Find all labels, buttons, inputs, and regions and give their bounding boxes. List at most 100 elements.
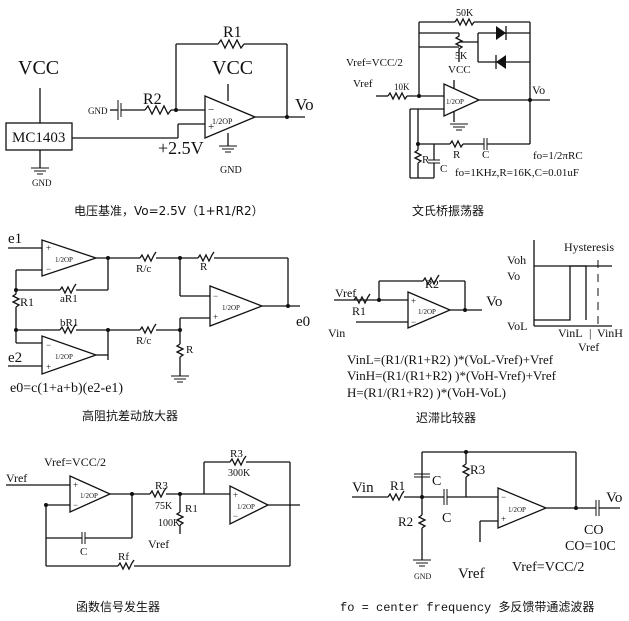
vref-axis-label: Vref [578, 340, 599, 354]
svg-text:+: + [501, 514, 506, 524]
c-label: C [80, 546, 87, 558]
vo-label: Vo [486, 294, 502, 310]
r50k-label: 50K [456, 8, 474, 19]
vol-label: VoL [507, 319, 527, 333]
svg-text:−: − [411, 317, 416, 327]
vref-label: Vref [6, 471, 27, 485]
caption-ref: 电压基准，Vo=2.5V（1+R1/R2） [74, 204, 264, 218]
c1-label: C [432, 474, 441, 489]
caption-wien: 文氏桥振荡器 [412, 203, 484, 218]
opamp-hyst [407, 291, 452, 329]
caption-bpf: fo = center frequency 多反馈带通滤波器 [340, 600, 594, 615]
v25-label: +2.5V [158, 138, 204, 158]
svg-text:+: + [73, 480, 78, 490]
panel-wien-bridge: 50K 5K Vref=VCC/2 VCC Vref 10K 1/2OP Vo [346, 8, 583, 218]
br1-label: bR1 [60, 317, 78, 329]
svg-text:+: + [213, 312, 218, 322]
svg-text:−: − [46, 264, 51, 274]
opamp-bpf [497, 487, 548, 529]
opamp-diff-2 [41, 335, 98, 375]
ar1-label: aR1 [60, 293, 78, 305]
e1-label: e1 [8, 231, 22, 247]
diode-1 [496, 26, 506, 40]
svg-text:−: − [213, 291, 218, 301]
vinh-label: VinH [597, 326, 623, 340]
gnd-label-3: GND [220, 165, 242, 176]
svg-text:+: + [208, 121, 214, 133]
formula-label: e0=c(1+a+b)(e2-e1) [10, 381, 123, 396]
r1-label: R1 [223, 24, 242, 41]
opamp-label: 1/2OP [418, 308, 436, 316]
vo-label: Vo [532, 83, 545, 97]
c-label-a: C [440, 163, 447, 175]
r75k-label: 75K [155, 501, 173, 512]
vcc-label: VCC [448, 64, 471, 76]
eq-h: H=(R1/(R1+R2) )*(VoH-VoL) [347, 385, 506, 400]
fo-val-label: fo=1KHz,R=16K,C=0.01uF [455, 167, 579, 179]
hysteresis-curve-high [534, 265, 587, 320]
vref2-label: Vref [148, 537, 169, 551]
rc-label-2: R/c [136, 335, 151, 347]
vo-label: Vo [606, 490, 622, 506]
r1-resistor [353, 293, 371, 305]
ground-icon [449, 123, 469, 131]
r3-label: R3 [230, 448, 243, 460]
r1-label: R1 [185, 503, 198, 515]
r3b-label: R3 [155, 480, 168, 492]
vin-label: Vin [328, 326, 345, 340]
diode-2 [496, 55, 506, 69]
r2-resistor [417, 514, 427, 529]
op2-label: 1/2OP [55, 353, 73, 361]
r-label-b: R [453, 149, 461, 161]
vo-axis-label: Vo [507, 269, 520, 283]
chip-label: MC1403 [12, 130, 65, 146]
caption-func: 函数信号发生器 [76, 599, 160, 614]
co-eq-label: CO=10C [565, 539, 616, 554]
panel-voltage-reference: VCC MC1403 GND GND R2 R1 VCC − + 1/2OP [5, 24, 314, 218]
c2-label: C [442, 511, 451, 526]
svg-text:−: − [233, 511, 238, 521]
caption-diff: 高阻抗差动放大器 [82, 408, 178, 423]
r-label-a: R [422, 154, 430, 166]
r1-resistor [11, 293, 21, 308]
op1-label: 1/2OP [80, 492, 98, 500]
rf-resistor [117, 559, 135, 571]
vcc-label: VCC [18, 57, 59, 79]
r3-resistor [461, 463, 471, 478]
eq-vinl: VinL=(R1/(R1+R2) )*(VoL-Vref)+Vref [347, 352, 554, 367]
svg-text:+: + [46, 243, 51, 253]
opamp-label: 1/2OP [212, 117, 233, 126]
r1-label: R1 [390, 478, 405, 493]
r1-resistor [217, 38, 245, 50]
rc-resistor-1 [139, 251, 157, 263]
panel-hysteresis-comparator: Vref R1 R2 + − 1/2OP Vo Vin Voh Vo VoL H… [328, 240, 623, 425]
vref-eq-label: Vref=VCC/2 [512, 560, 584, 575]
r3-label: R3 [470, 462, 485, 477]
svg-text:−: − [73, 500, 78, 510]
vo-label: Vo [295, 95, 314, 114]
e2-label: e2 [8, 350, 22, 366]
opamp-label: 1/2OP [508, 506, 526, 514]
r100k-label: 100K [158, 518, 181, 529]
svg-text:−: − [208, 104, 214, 116]
r2-label: R2 [143, 91, 162, 108]
panel-differential-amplifier: e1 + − 1/2OP R/c R − + 1/2OP e0 R1 aR1 [8, 231, 310, 423]
panel-band-pass-filter: Vin R1 C R3 C R2 GND − + 1/2OP Vref [340, 450, 622, 615]
r2-label: R2 [398, 514, 413, 529]
opamp-wien [443, 82, 481, 118]
r3v-label: 300K [228, 468, 251, 479]
vref-eq-label: Vref=VCC/2 [346, 57, 403, 69]
r10k-label: 10K [394, 82, 410, 92]
vcc-label-2: VCC [212, 57, 253, 79]
gnd-label-2: GND [88, 106, 108, 116]
ground-icon [30, 167, 50, 175]
sep-label: | [589, 326, 591, 340]
opamp-func-2 [229, 484, 270, 526]
ground-icon [218, 145, 238, 153]
fo-eq-label: fo=1/2πRC [533, 150, 583, 162]
ground-icon [170, 375, 190, 383]
op1-label: 1/2OP [55, 256, 73, 264]
svg-text:+: + [233, 490, 238, 500]
opamp-diff-1 [41, 239, 99, 277]
